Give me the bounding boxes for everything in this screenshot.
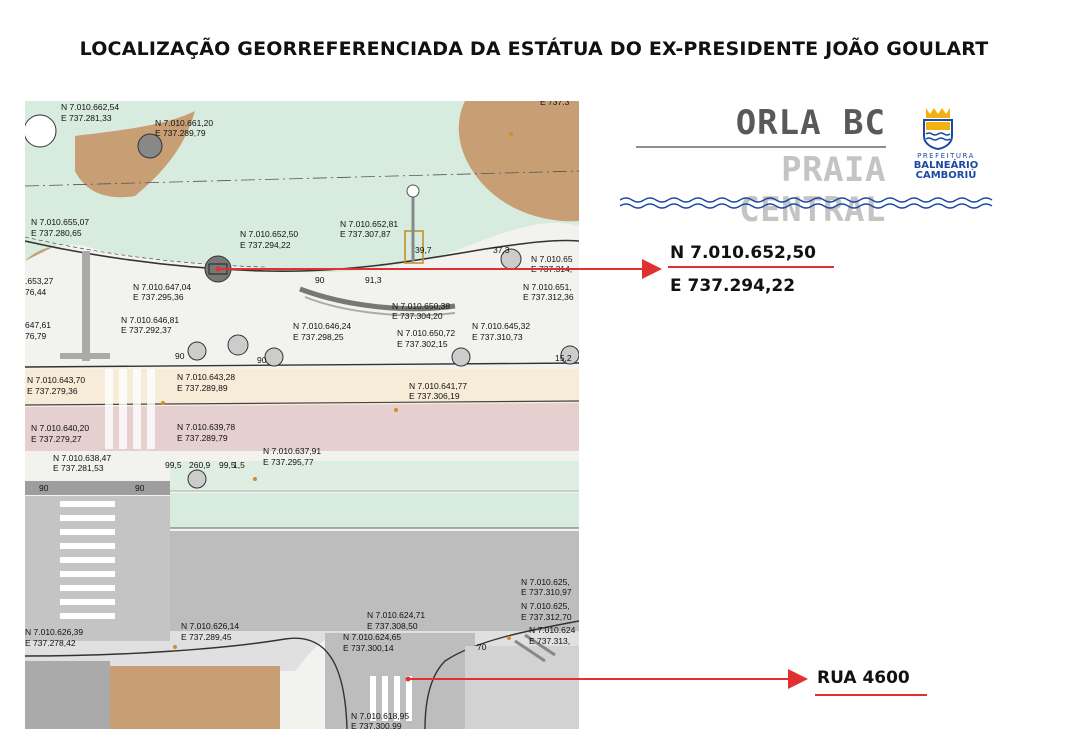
coord-label-e: E 737.312,70 bbox=[521, 612, 572, 622]
coord-label-e: E 737.308,50 bbox=[367, 621, 418, 631]
coord-label-n: N 7.010.651, bbox=[523, 282, 572, 292]
coord-label-e: E 737.298,25 bbox=[293, 332, 344, 342]
sand-area-right bbox=[458, 101, 579, 222]
coord-label-n: N 7.010.643,70 bbox=[27, 375, 85, 385]
dimension-label: 90 bbox=[175, 351, 185, 361]
dimension-label: 90 bbox=[39, 483, 49, 493]
site-plan-drawing: N 7.010.662,54E 737.281,33 N 7.010.661,2… bbox=[25, 101, 579, 729]
coord-label-e: E 737.289,89 bbox=[177, 383, 228, 393]
coord-label-n: N 7.010.646,81 bbox=[121, 315, 179, 325]
pref-line1: PREFEITURA bbox=[917, 152, 975, 160]
statue-callout-underline bbox=[668, 266, 834, 268]
coord-label-n: N 7.010.641,77 bbox=[409, 381, 467, 391]
coord-label-n: N 7.010.640,20 bbox=[31, 423, 89, 433]
coord-label-n: N 7.010.65 bbox=[531, 254, 573, 264]
coord-label-e: E 737.295,77 bbox=[263, 457, 314, 467]
coord-label-n: N 7.010.637,91 bbox=[263, 446, 321, 456]
dimension-label: 15,2 bbox=[555, 353, 572, 363]
dimension-label: 99,5 bbox=[219, 460, 236, 470]
coord-label-n: N 7.010.625, bbox=[521, 601, 570, 611]
prefeitura-logo-text: PREFEITURA BALNEÁRIO CAMBORIÚ bbox=[900, 151, 992, 181]
coord-label-e: E 737.295,36 bbox=[133, 292, 184, 302]
coord-label-e: E 737.289,79 bbox=[177, 433, 228, 443]
coord-label-e: E 737.280,65 bbox=[31, 228, 82, 238]
dimension-label: 37,3 bbox=[493, 245, 510, 255]
coord-label-n: N 7.010.655,07 bbox=[31, 217, 89, 227]
dimension-label: 90 bbox=[257, 355, 267, 365]
dimension-label: 90 bbox=[135, 483, 145, 493]
coord-label-e: E 737.313, bbox=[529, 636, 570, 646]
coord-label-n: N 7.010.625, bbox=[521, 577, 570, 587]
coord-label-n: N 7.010.638,47 bbox=[53, 453, 111, 463]
coord-label-n: N 7.010.661,20 bbox=[155, 118, 213, 128]
coord-label-e: 76,44 bbox=[25, 287, 47, 297]
logo-orla-bc: ORLA BC bbox=[735, 103, 886, 143]
coord-label-e: E 737.289,45 bbox=[181, 632, 232, 642]
statue-north-coordinate: N 7.010.652,50 bbox=[670, 243, 816, 263]
coord-label-e: E 737.279,36 bbox=[27, 386, 78, 396]
coord-label-n: N 7.010.639,78 bbox=[177, 422, 235, 432]
coord-label-e: E 737.307,87 bbox=[340, 229, 391, 239]
coord-label-e: E 737.300,99 bbox=[351, 721, 402, 729]
coord-label-e: E 737.281,53 bbox=[53, 463, 104, 473]
bike-lane bbox=[25, 403, 579, 451]
coord-label-n: N 7.010.650,38 bbox=[392, 301, 450, 311]
city-seal-icon bbox=[923, 108, 953, 150]
coord-label-e: E 737.302,15 bbox=[397, 339, 448, 349]
coord-label-n: N 7.010.652,81 bbox=[340, 219, 398, 229]
dimension-label: 39,7 bbox=[415, 245, 432, 255]
coord-label-n: 647,61 bbox=[25, 320, 51, 330]
coord-label-n: .653,27 bbox=[25, 276, 54, 286]
road-main bbox=[170, 531, 579, 631]
dimension-label: 70 bbox=[477, 642, 487, 652]
dimension-label: 90 bbox=[315, 275, 325, 285]
street-label: RUA 4600 bbox=[817, 668, 910, 688]
coord-label-n: N 7.010.626,39 bbox=[25, 627, 83, 637]
coord-label-n: N 7.010.647,04 bbox=[133, 282, 191, 292]
coord-label-n: N 7.010.650,72 bbox=[397, 328, 455, 338]
coord-label-e: E 737.314, bbox=[531, 264, 572, 274]
coord-label-n: N 7.010.624,71 bbox=[367, 610, 425, 620]
pref-line3: CAMBORIÚ bbox=[915, 170, 977, 181]
coord-label-e: E 737.300,14 bbox=[343, 643, 394, 653]
dimension-label: 99,5 bbox=[165, 460, 182, 470]
street-label-underline bbox=[815, 694, 927, 696]
dimension-label: 1,5 bbox=[233, 460, 245, 470]
logo-divider bbox=[636, 146, 886, 148]
coord-label-e: E 737.294,22 bbox=[240, 240, 291, 250]
statue-east-coordinate: E 737.294,22 bbox=[670, 276, 796, 296]
coord-label-n: E 737.3 bbox=[540, 101, 570, 107]
coord-label-n: N 7.010.662,54 bbox=[61, 102, 119, 112]
page-title: LOCALIZAÇÃO GEORREFERENCIADA DA ESTÁTUA … bbox=[79, 38, 989, 60]
coord-label-e: E 737.310,97 bbox=[521, 587, 572, 597]
coord-label-n: N 7.010.645,32 bbox=[472, 321, 530, 331]
coord-label-n: N 7.010.618,95 bbox=[351, 711, 409, 721]
pref-line2: BALNEÁRIO bbox=[913, 160, 979, 171]
coord-label-n: N 7.010.624 bbox=[529, 625, 576, 635]
coord-label-e: E 737.306,19 bbox=[409, 391, 460, 401]
coord-label-n: N 7.010.652,50 bbox=[240, 229, 298, 239]
coord-label-e: 76,79 bbox=[25, 331, 47, 341]
coord-label-n: N 7.010.626,14 bbox=[181, 621, 239, 631]
coord-label-e: E 737.310,73 bbox=[472, 332, 523, 342]
coord-label-e: E 737.279,27 bbox=[31, 434, 82, 444]
coord-label-n: N 7.010.624,65 bbox=[343, 632, 401, 642]
coord-label-e: E 737.281,33 bbox=[61, 113, 112, 123]
coord-label-n: N 7.010.643,28 bbox=[177, 372, 235, 382]
logo-praia-central: PRAIA CENTRAL bbox=[739, 150, 886, 230]
coord-label-n: N 7.010.646,24 bbox=[293, 321, 351, 331]
walkway-band bbox=[25, 369, 579, 405]
coord-label-e: E 737.304,20 bbox=[392, 311, 443, 321]
coord-label-e: E 737.312,36 bbox=[523, 292, 574, 302]
coord-label-e: E 737.278,42 bbox=[25, 638, 76, 648]
dimension-label: 91,3 bbox=[365, 275, 382, 285]
waves-icon bbox=[620, 197, 993, 209]
coord-label-e: E 737.292,37 bbox=[121, 325, 172, 335]
dimension-label: 260,9 bbox=[189, 460, 211, 470]
coord-label-e: E 737.289,79 bbox=[155, 128, 206, 138]
